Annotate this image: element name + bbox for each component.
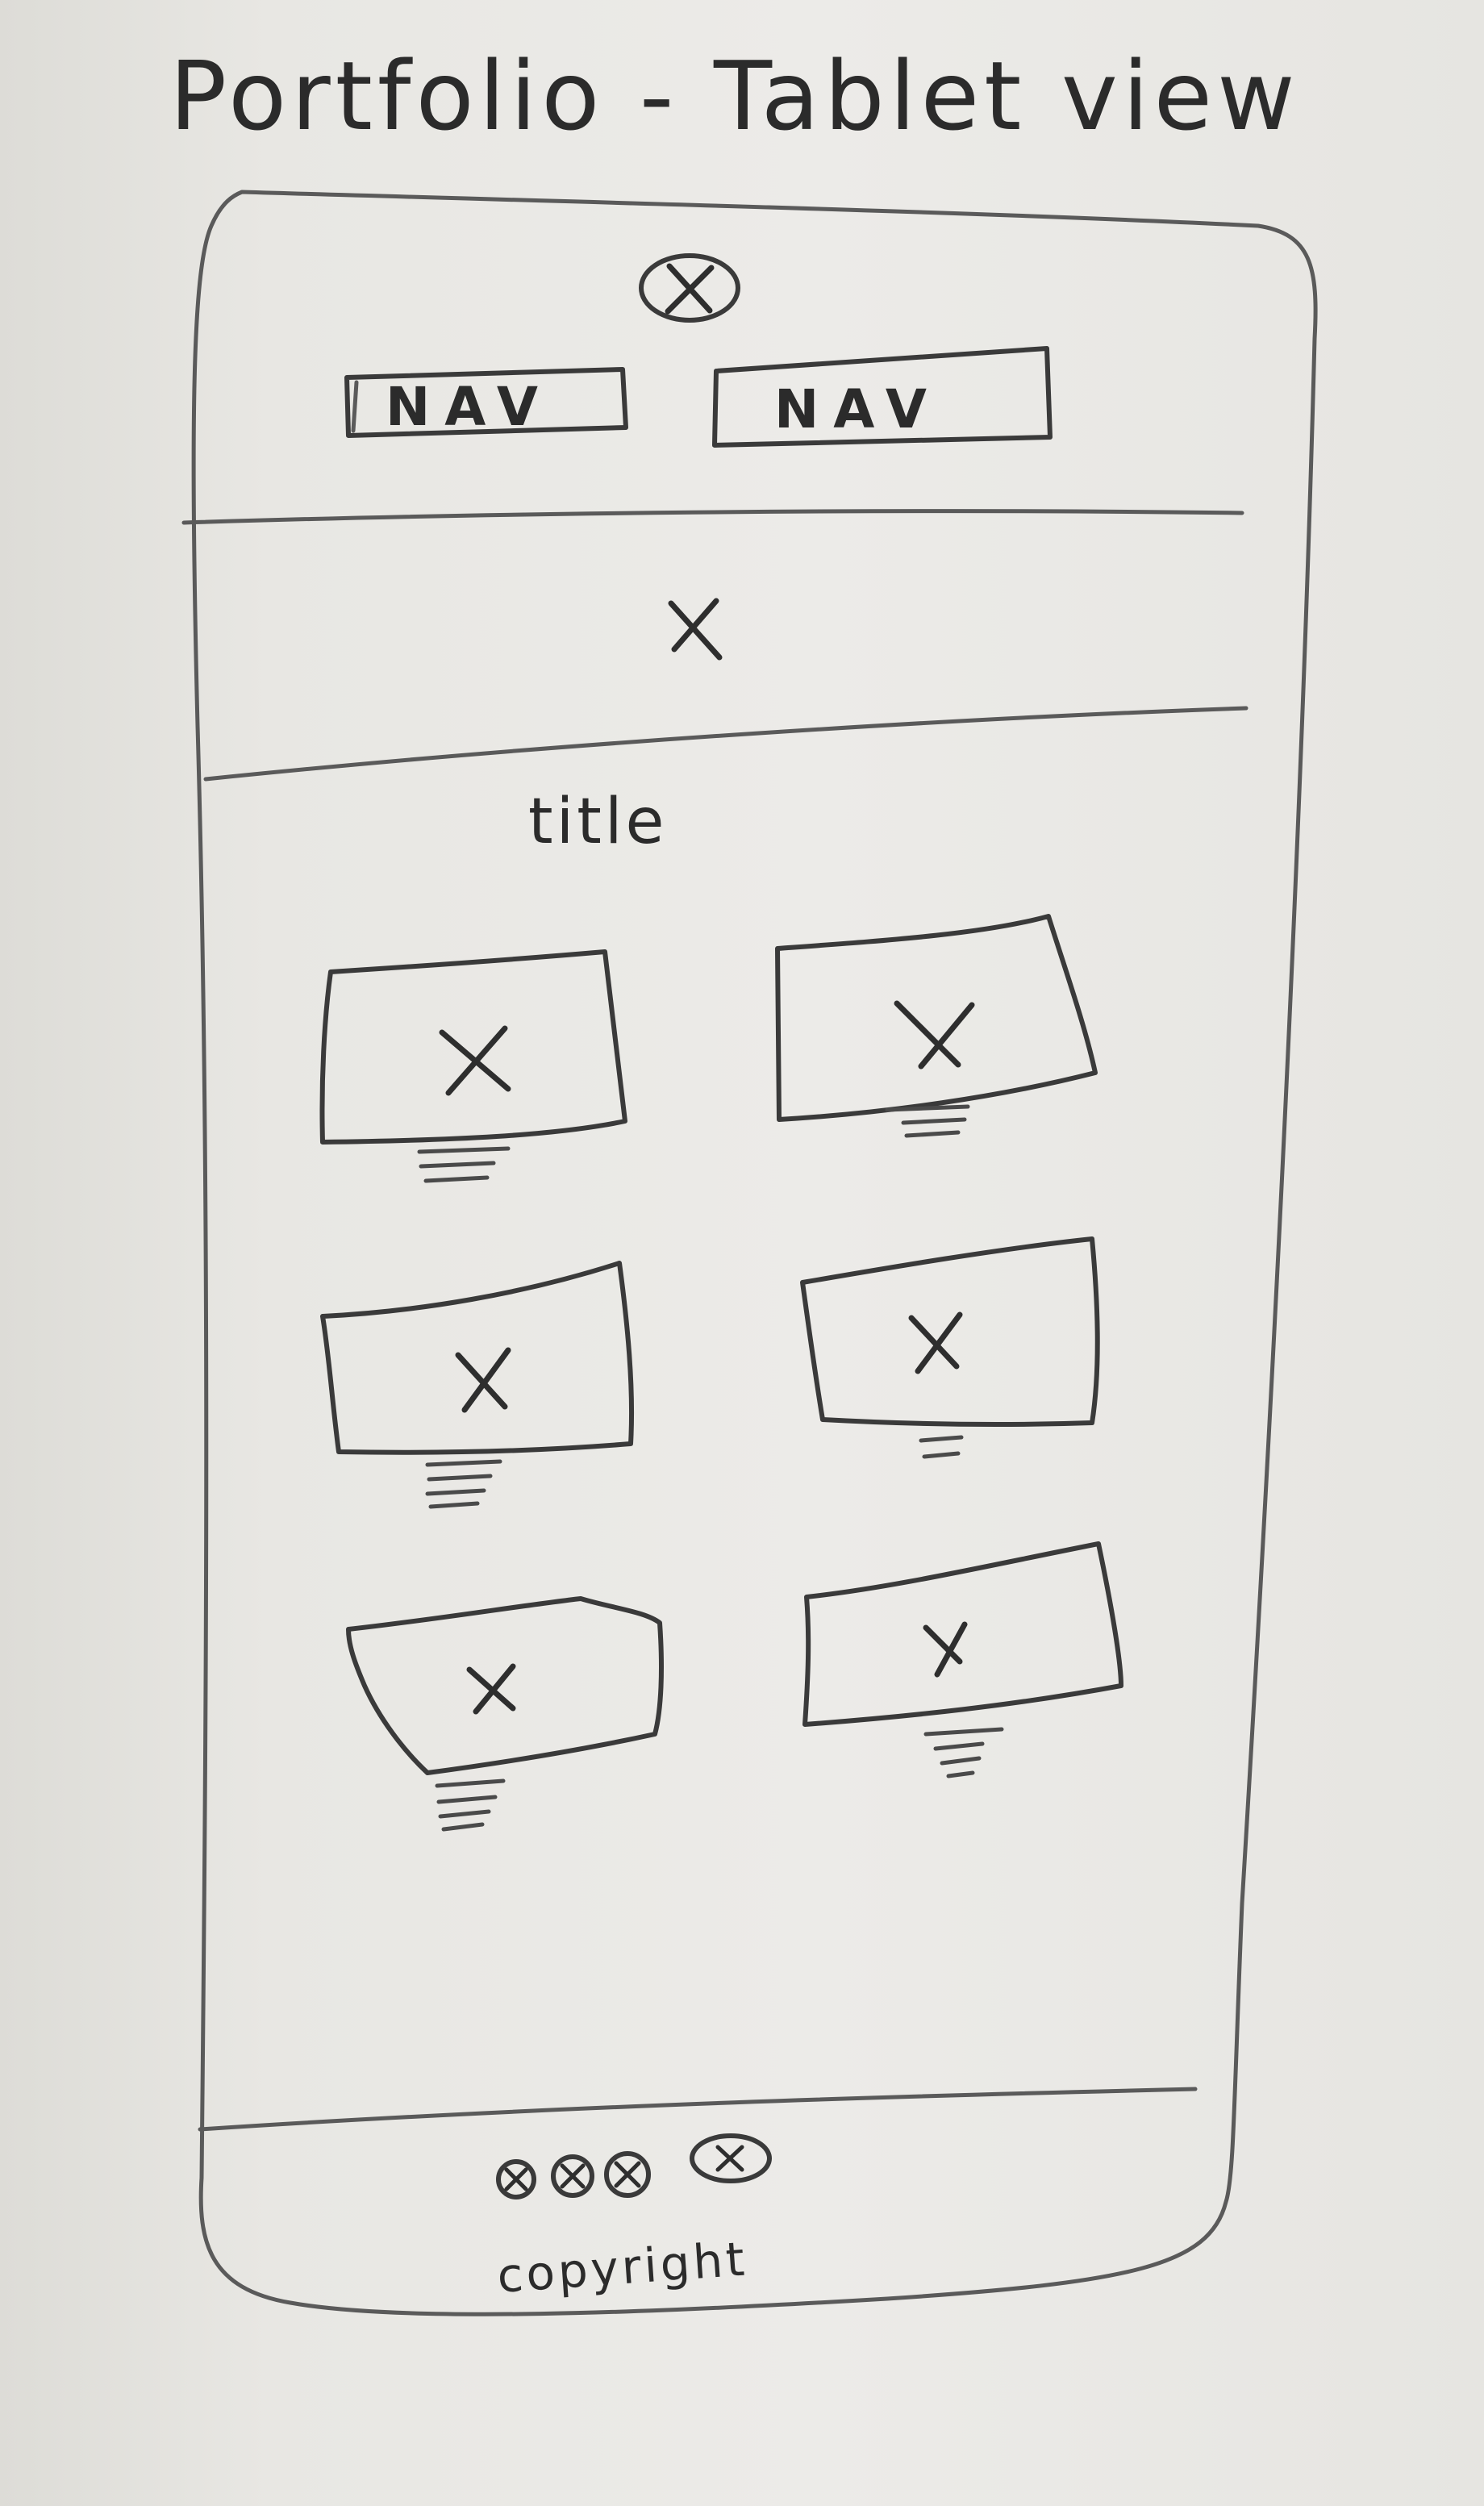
card-image-icon — [455, 1347, 511, 1413]
gallery-card[interactable] — [319, 949, 627, 1183]
logo-icon[interactable] — [639, 253, 740, 323]
card-image-icon — [439, 1025, 511, 1096]
nav-button-2[interactable]: NAV — [712, 346, 1053, 448]
social-icon-4[interactable] — [690, 2133, 772, 2183]
gallery-card[interactable] — [802, 1541, 1123, 1778]
hero-image-icon — [668, 598, 723, 661]
card-caption-lines — [425, 1459, 502, 1509]
card-image-icon — [923, 1621, 968, 1678]
gallery-card[interactable] — [346, 1596, 664, 1832]
nav-button-label: NAV — [774, 378, 941, 440]
social-icon-2[interactable] — [551, 2154, 594, 2198]
nav-button-label: NAV — [386, 376, 552, 438]
footer-divider — [198, 2087, 1198, 2132]
tablet-frame — [191, 190, 1318, 2316]
gallery-card[interactable] — [320, 1261, 635, 1509]
card-image-icon — [908, 1311, 963, 1374]
hero-divider — [203, 706, 1248, 782]
social-icon-3[interactable] — [604, 2151, 651, 2198]
card-caption-lines — [885, 1104, 970, 1138]
header-divider — [181, 509, 1244, 525]
card-caption-lines — [417, 1146, 511, 1183]
social-icon-1[interactable] — [496, 2159, 536, 2200]
gallery-card[interactable] — [775, 914, 1098, 1138]
card-image-icon — [466, 1663, 516, 1715]
card-image-icon — [894, 1000, 975, 1070]
gallery-card[interactable] — [800, 1236, 1100, 1459]
card-caption-lines — [435, 1778, 506, 1832]
copyright-text: copyright — [495, 2231, 749, 2304]
sketch-heading: Portfolio - Tablet view — [169, 40, 1300, 152]
gallery-title: title — [528, 786, 668, 858]
card-caption-lines — [923, 1727, 1004, 1778]
nav-button-1[interactable]: NAV — [344, 367, 628, 438]
card-caption-lines — [919, 1435, 964, 1459]
